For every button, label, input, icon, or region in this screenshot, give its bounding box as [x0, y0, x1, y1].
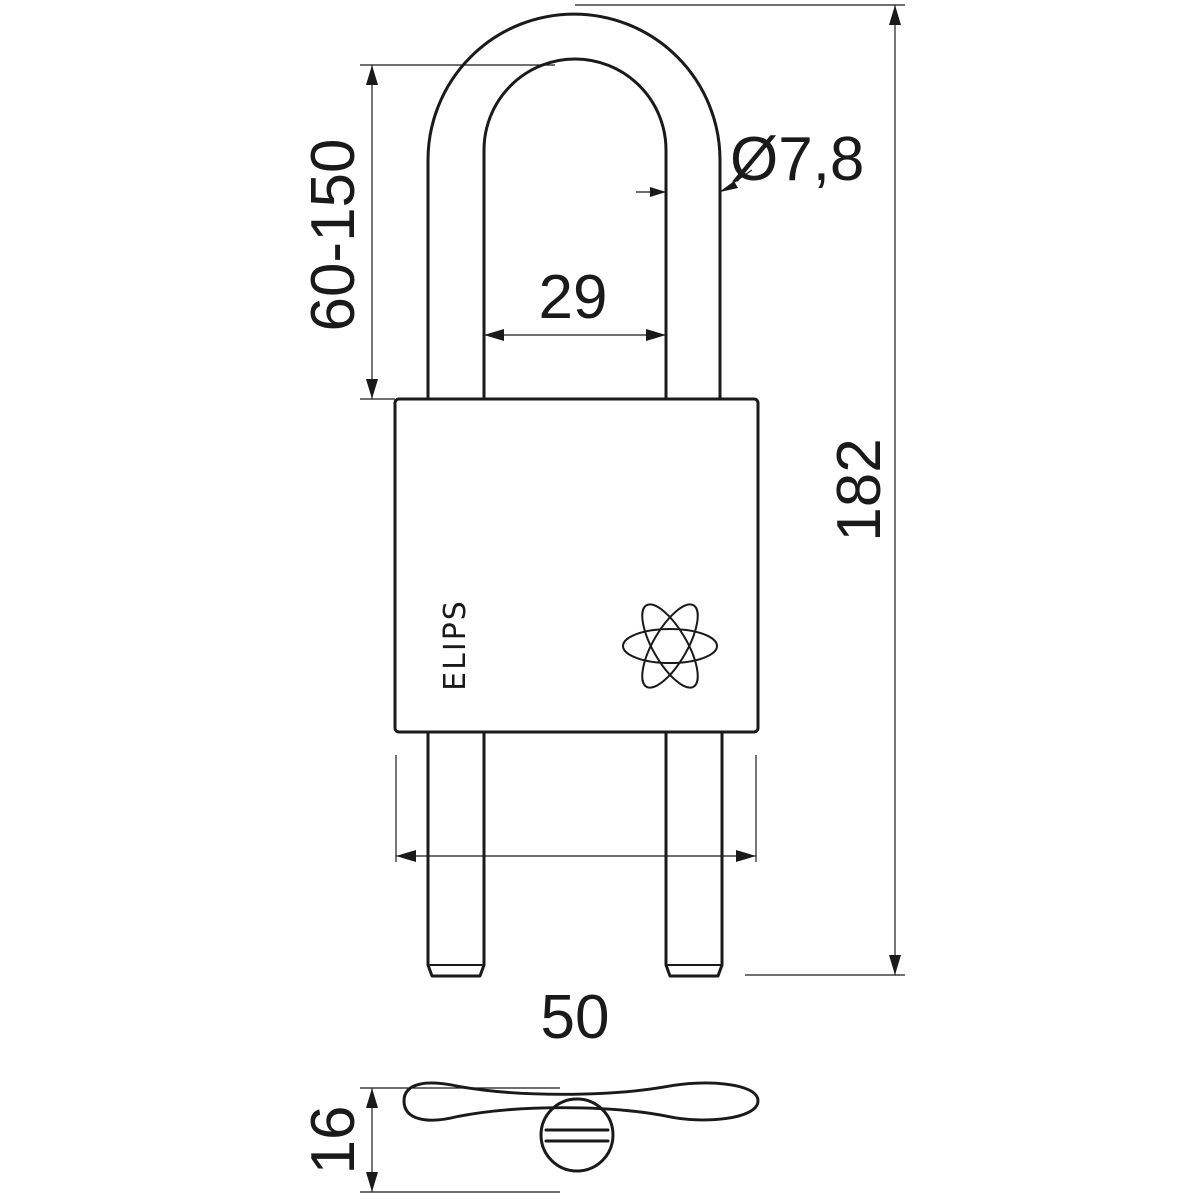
dimension-label-body-thickness: 16	[299, 1106, 368, 1175]
dimension-label-shackle-clearance: 60-150	[299, 138, 368, 331]
key-cylinder-icon	[539, 1097, 615, 1173]
atom-orbit-icon	[622, 603, 718, 689]
dimension-shackle-clearance	[360, 64, 555, 400]
lock-body	[393, 397, 760, 734]
bottom-view	[402, 1081, 760, 1122]
dimension-label-body-width: 50	[541, 983, 610, 1052]
dimension-label-inner-width: 29	[539, 263, 608, 332]
dimension-shackle-diameter	[636, 169, 753, 197]
dimension-body-thickness	[360, 1087, 560, 1193]
dimension-label-total-height: 182	[825, 438, 894, 541]
brand-label: ELIPS	[438, 599, 473, 691]
dimension-inner-width	[484, 329, 666, 341]
dimension-body-width	[395, 755, 757, 862]
dimension-label-shackle-diameter: Ø7,8	[730, 125, 864, 194]
shackle	[426, 12, 722, 402]
dimension-total-height	[575, 4, 905, 976]
shackle-legs	[426, 730, 724, 978]
